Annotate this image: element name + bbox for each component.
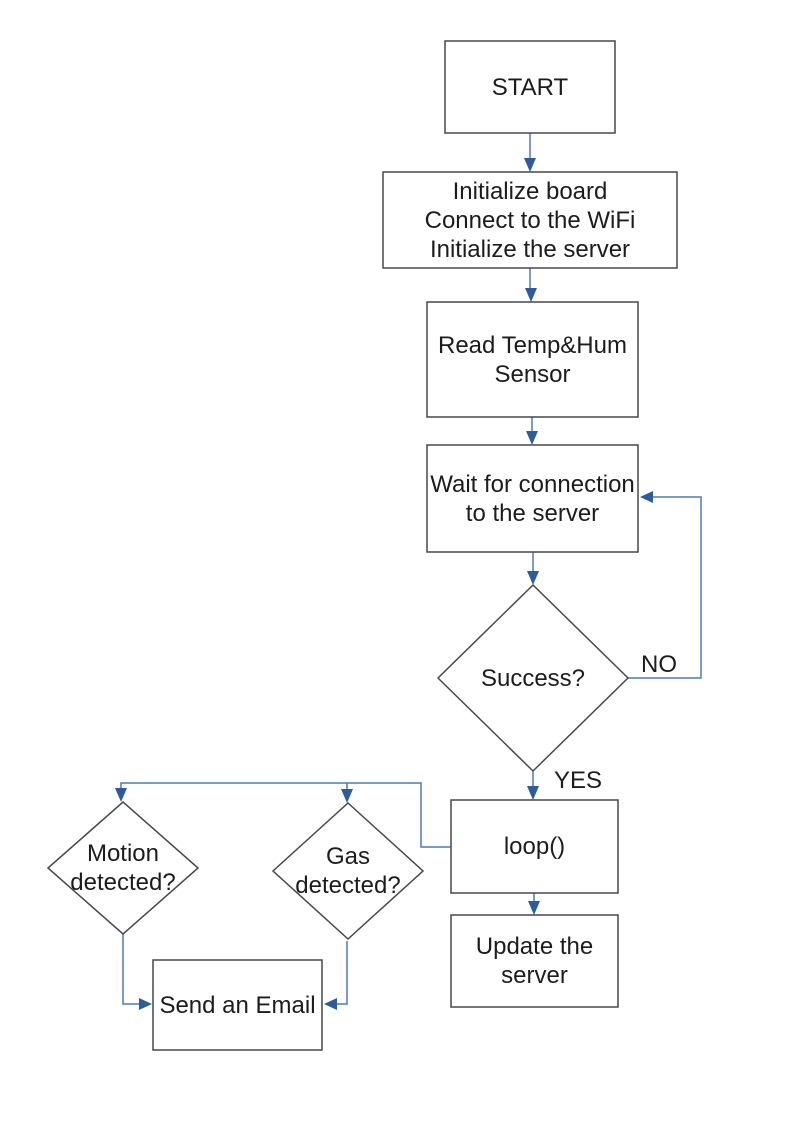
node-wait-connection-box	[426, 444, 639, 553]
node-gas-diamond	[271, 801, 425, 941]
arrowhead-init-read	[525, 288, 537, 302]
no-edge-label: NO	[641, 651, 677, 678]
motion-detected-label: Motion detected?	[70, 840, 176, 896]
arrowhead-branch-motion	[115, 788, 127, 802]
edge-gas-email	[337, 941, 348, 1005]
update-server-label: Update the server	[475, 933, 594, 989]
init-label: Initialize board Connect to the WiFi Ini…	[424, 177, 636, 263]
node-read-sensor-box	[426, 301, 639, 418]
read-sensor-label: Read Temp&Hum Sensor	[438, 331, 627, 388]
loop-label: loop()	[503, 833, 566, 860]
arrowhead-success-loop	[527, 786, 539, 800]
wait-connection-label: Wait for connection to the server	[430, 470, 635, 527]
node-send-email-box	[152, 959, 323, 1051]
arrowhead-loop-update	[528, 901, 540, 915]
node-motion-diamond	[46, 801, 200, 935]
arrowhead-read-wait	[526, 431, 538, 445]
send-email-label: Send an Email	[159, 991, 316, 1019]
success-label: Success?	[480, 664, 586, 692]
gas-detected-label: Gas detected?	[295, 843, 401, 899]
node-start-box	[444, 40, 616, 134]
edge-success-wait-no	[628, 496, 702, 679]
arrowhead-gas-email	[324, 998, 337, 1010]
start-label: START	[491, 73, 569, 101]
node-init-box	[382, 171, 678, 269]
arrowhead-no-into-wait	[640, 491, 653, 503]
node-loop-box	[450, 799, 619, 894]
edge-loop-motion	[120, 782, 451, 848]
node-success-diamond	[436, 583, 630, 773]
arrowhead-branch-gas	[341, 789, 353, 803]
yes-edge-label: YES	[554, 767, 603, 794]
arrowhead-wait-success	[527, 571, 539, 585]
arrowhead-start-init	[524, 158, 536, 172]
arrowhead-motion-email	[139, 998, 152, 1010]
edge-motion-email	[122, 934, 139, 1005]
node-update-server-box	[450, 914, 619, 1008]
